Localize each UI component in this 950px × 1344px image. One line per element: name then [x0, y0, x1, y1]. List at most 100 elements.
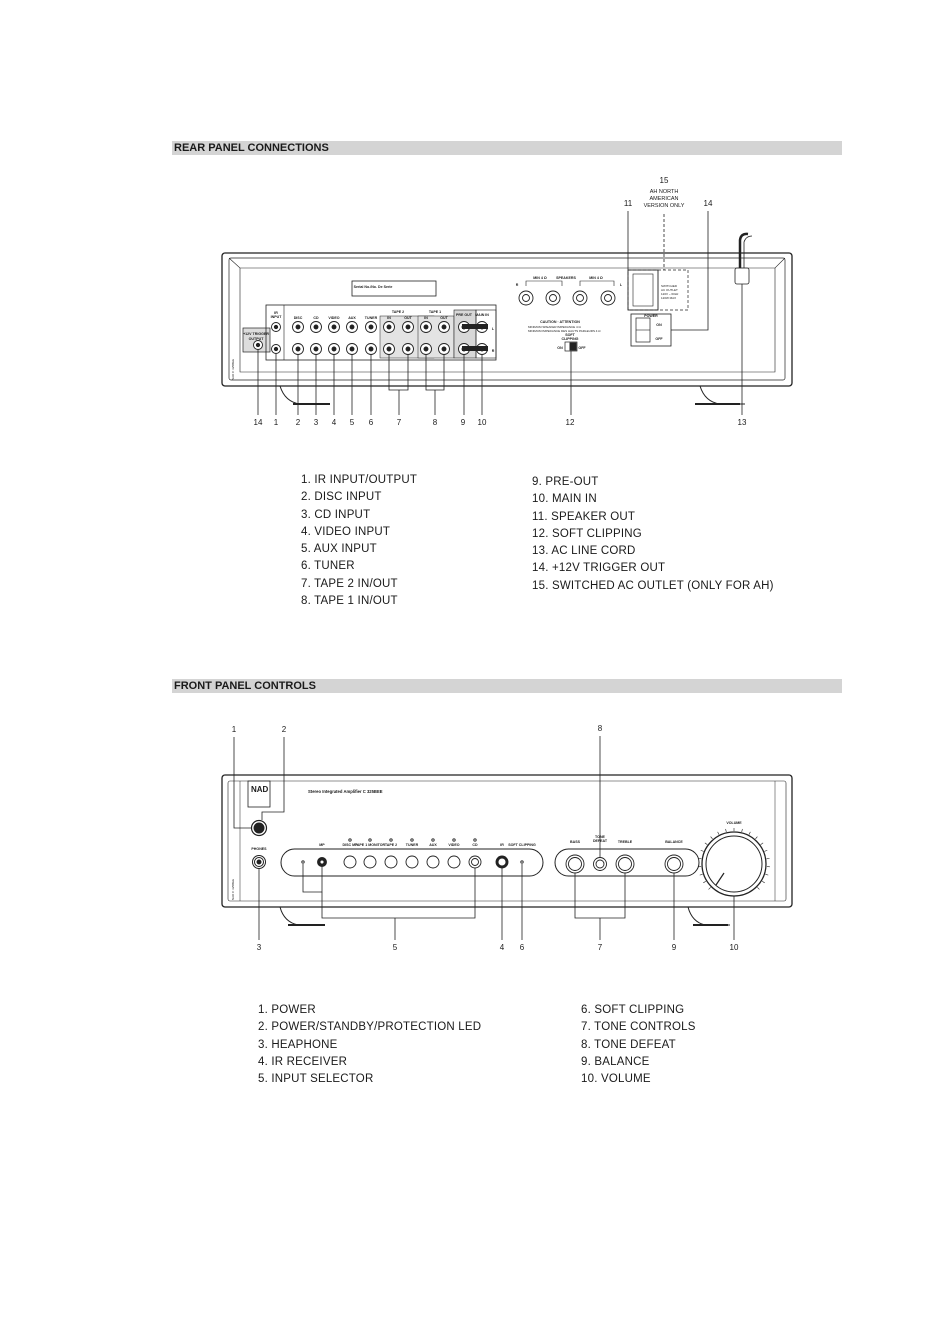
list-item: 5. INPUT SELECTOR	[258, 1073, 374, 1086]
list-item: 7. TAPE 2 IN/OUT	[301, 577, 398, 590]
svg-text:VIDEO: VIDEO	[448, 843, 459, 847]
volume-tick	[765, 873, 769, 876]
volume-tick	[717, 831, 720, 835]
rear-callout-15: 15	[660, 176, 669, 185]
volume-tick	[708, 887, 711, 890]
svg-text:DISC MP: DISC MP	[343, 843, 359, 847]
svg-text:SWITCHED: SWITCHED	[661, 284, 678, 288]
svg-text:L: L	[620, 283, 623, 287]
list-item: 2. POWER/STANDBY/PROTECTION LED	[258, 1021, 482, 1034]
svg-text:OFF: OFF	[655, 337, 663, 341]
svg-text:L: L	[492, 327, 495, 331]
svg-text:TAPE 1 MONITOR: TAPE 1 MONITOR	[355, 843, 386, 847]
svg-text:TUNER: TUNER	[406, 843, 419, 847]
svg-text:MINIMUM IMPEDANCE DES HAUTS PA: MINIMUM IMPEDANCE DES HAUTS PARLEURS 4 Ω	[528, 329, 601, 333]
svg-text:Serial No./No. De Serie: Serial No./No. De Serie	[354, 285, 393, 289]
rear-callout-14-top: 14	[704, 199, 713, 208]
front-panel-title: FRONT PANEL CONTROLS	[174, 680, 316, 692]
svg-text:SOFT: SOFT	[565, 333, 575, 337]
svg-text:R: R	[492, 349, 495, 353]
list-item: 15. SWITCHED AC OUTLET (ONLY FOR AH)	[532, 579, 774, 592]
front-callout-10: 10	[730, 943, 739, 952]
list-item: 5. AUX INPUT	[301, 543, 377, 556]
rear-callout-9: 9	[461, 418, 466, 427]
svg-text:IN: IN	[424, 316, 428, 320]
front-callout-7: 7	[598, 943, 603, 952]
svg-text:CD: CD	[472, 843, 478, 847]
rear-callout-3: 3	[314, 418, 319, 427]
svg-text:NAD C 325BEE: NAD C 325BEE	[231, 879, 235, 900]
volume-tick	[755, 836, 758, 840]
svg-text:+12V TRIGGER: +12V TRIGGER	[243, 332, 269, 336]
svg-text:OUT: OUT	[440, 316, 448, 320]
list-item: 2. DISC INPUT	[301, 491, 382, 504]
front-panel-header: FRONT PANEL CONTROLS	[172, 679, 842, 693]
volume-tick	[761, 880, 765, 884]
svg-text:AC OUTLET: AC OUTLET	[661, 288, 678, 292]
rear-list-right: 9. PRE-OUT 10. MAIN IN 11. SPEAKER OUT 1…	[532, 474, 774, 595]
svg-text:INPUT: INPUT	[271, 315, 283, 319]
svg-text:OFF: OFF	[578, 346, 586, 350]
rear-callout-4: 4	[332, 418, 337, 427]
svg-text:CD: CD	[313, 316, 319, 320]
front-callout-6: 6	[520, 943, 525, 952]
svg-text:MIN 4 Ω: MIN 4 Ω	[589, 276, 603, 280]
svg-text:CLIPPING: CLIPPING	[562, 337, 579, 341]
svg-text:VIDEO: VIDEO	[328, 316, 339, 320]
volume-tick	[704, 842, 708, 845]
svg-text:OUT: OUT	[404, 316, 412, 320]
list-item: 3. HEAPHONE	[258, 1038, 338, 1051]
svg-text:120W MAX: 120W MAX	[661, 296, 676, 300]
rear-callout-11: 11	[624, 199, 633, 208]
svg-text:IN: IN	[387, 316, 391, 320]
volume-tick	[700, 849, 704, 852]
rear-panel-title: REAR PANEL CONNECTIONS	[174, 142, 329, 154]
svg-text:SOFT CLIPPING: SOFT CLIPPING	[508, 843, 536, 847]
svg-text:AUX: AUX	[429, 843, 437, 847]
rear-callout-1: 1	[274, 418, 279, 427]
front-callout-1: 1	[232, 725, 237, 734]
rear-callout-7: 7	[397, 418, 402, 427]
list-item: 10. VOLUME	[581, 1073, 651, 1086]
list-item: 13. AC LINE CORD	[532, 545, 636, 558]
rear-callout-2: 2	[296, 418, 301, 427]
svg-text:VERSION ONLY: VERSION ONLY	[644, 203, 685, 209]
svg-text:TAPE 2: TAPE 2	[392, 310, 404, 314]
list-item: 10. MAIN IN	[532, 493, 597, 506]
front-callout-9: 9	[672, 943, 677, 952]
front-callout-5: 5	[393, 943, 398, 952]
svg-text:VOLUME: VOLUME	[726, 821, 742, 825]
rear-callout-10: 10	[478, 418, 487, 427]
svg-text:TAPE 1: TAPE 1	[429, 310, 441, 314]
front-callout-2: 2	[282, 725, 287, 734]
rear-panel-header: REAR PANEL CONNECTIONS	[172, 141, 842, 155]
svg-text:IR: IR	[274, 311, 278, 315]
volume-tick	[760, 842, 764, 845]
svg-text:ON: ON	[656, 323, 662, 327]
list-item: 12. SOFT CLIPPING	[532, 527, 642, 540]
front-callout-3: 3	[257, 943, 262, 952]
rear-callout-14: 14	[254, 418, 263, 427]
svg-text:NAD C 325BEE: NAD C 325BEE	[231, 359, 235, 380]
list-item: 4. IR RECEIVER	[258, 1055, 348, 1068]
rear-callout-8: 8	[433, 418, 438, 427]
svg-text:TREBLE: TREBLE	[618, 840, 633, 844]
svg-text:Stereo Integrated Amplifier C: Stereo Integrated Amplifier C 325BEE	[308, 789, 383, 794]
svg-text:OUTPUT: OUTPUT	[249, 337, 265, 341]
volume-tick	[764, 849, 768, 852]
svg-text:TAPE 2: TAPE 2	[385, 843, 397, 847]
list-item: 8. TAPE 1 IN/OUT	[301, 595, 398, 608]
front-list-right: 6. SOFT CLIPPING 7. TONE CONTROLS 8. TON…	[581, 1002, 696, 1088]
svg-text:CAUTION · ATTENTION: CAUTION · ATTENTION	[540, 320, 580, 324]
list-item: 9. PRE-OUT	[532, 476, 599, 488]
svg-text:IR: IR	[500, 843, 504, 847]
volume-tick	[725, 828, 727, 832]
svg-text:POWER: POWER	[644, 314, 658, 318]
front-list-left: 1. POWER 2. POWER/STANDBY/PROTECTION LED…	[258, 1002, 481, 1088]
nad-logo: NAD	[251, 785, 269, 794]
list-item: 14. +12V TRIGGER OUT	[532, 562, 666, 575]
svg-text:AMERICAN: AMERICAN	[649, 196, 678, 202]
svg-text:AUX: AUX	[348, 316, 356, 320]
svg-text:BALANCE: BALANCE	[665, 840, 683, 844]
rear-callout-12: 12	[566, 418, 575, 427]
